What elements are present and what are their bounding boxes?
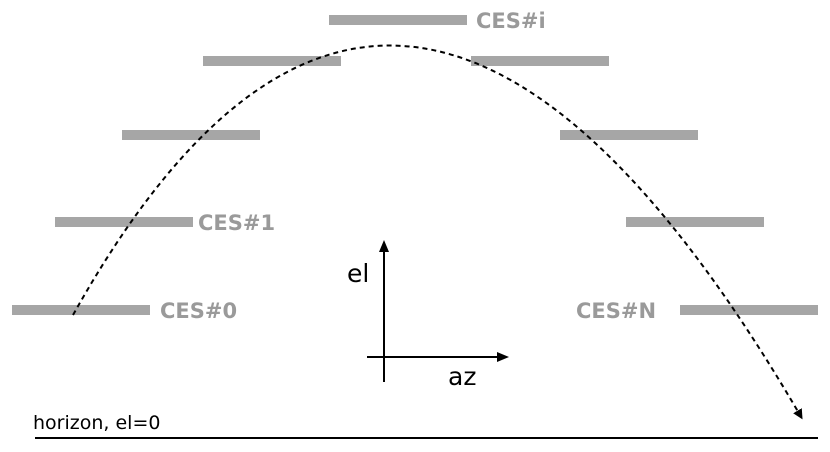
scan-bar-ces-i bbox=[329, 15, 467, 25]
scan-bars bbox=[12, 15, 818, 315]
scan-bar-setting-3 bbox=[626, 217, 764, 227]
horizon-label: horizon, el=0 bbox=[33, 412, 160, 434]
el-axis-label: el bbox=[347, 259, 369, 288]
label-ces-n: CES#N bbox=[576, 299, 656, 323]
az-axis-label: az bbox=[448, 362, 476, 391]
scan-bar-rising-2 bbox=[122, 130, 260, 140]
scan-bar-ces-n bbox=[680, 305, 818, 315]
scan-bar-ces-1 bbox=[55, 217, 193, 227]
scan-bar-ces-0 bbox=[12, 305, 150, 315]
source-trajectory-arrow bbox=[72, 44, 803, 420]
scan-bar-setting-2 bbox=[560, 130, 698, 140]
label-ces-1: CES#1 bbox=[198, 211, 275, 235]
scan-bar-setting-1 bbox=[471, 56, 609, 66]
label-ces-0: CES#0 bbox=[160, 299, 237, 323]
label-ces-i: CES#i bbox=[476, 9, 546, 33]
scan-bar-rising-3 bbox=[203, 56, 341, 66]
